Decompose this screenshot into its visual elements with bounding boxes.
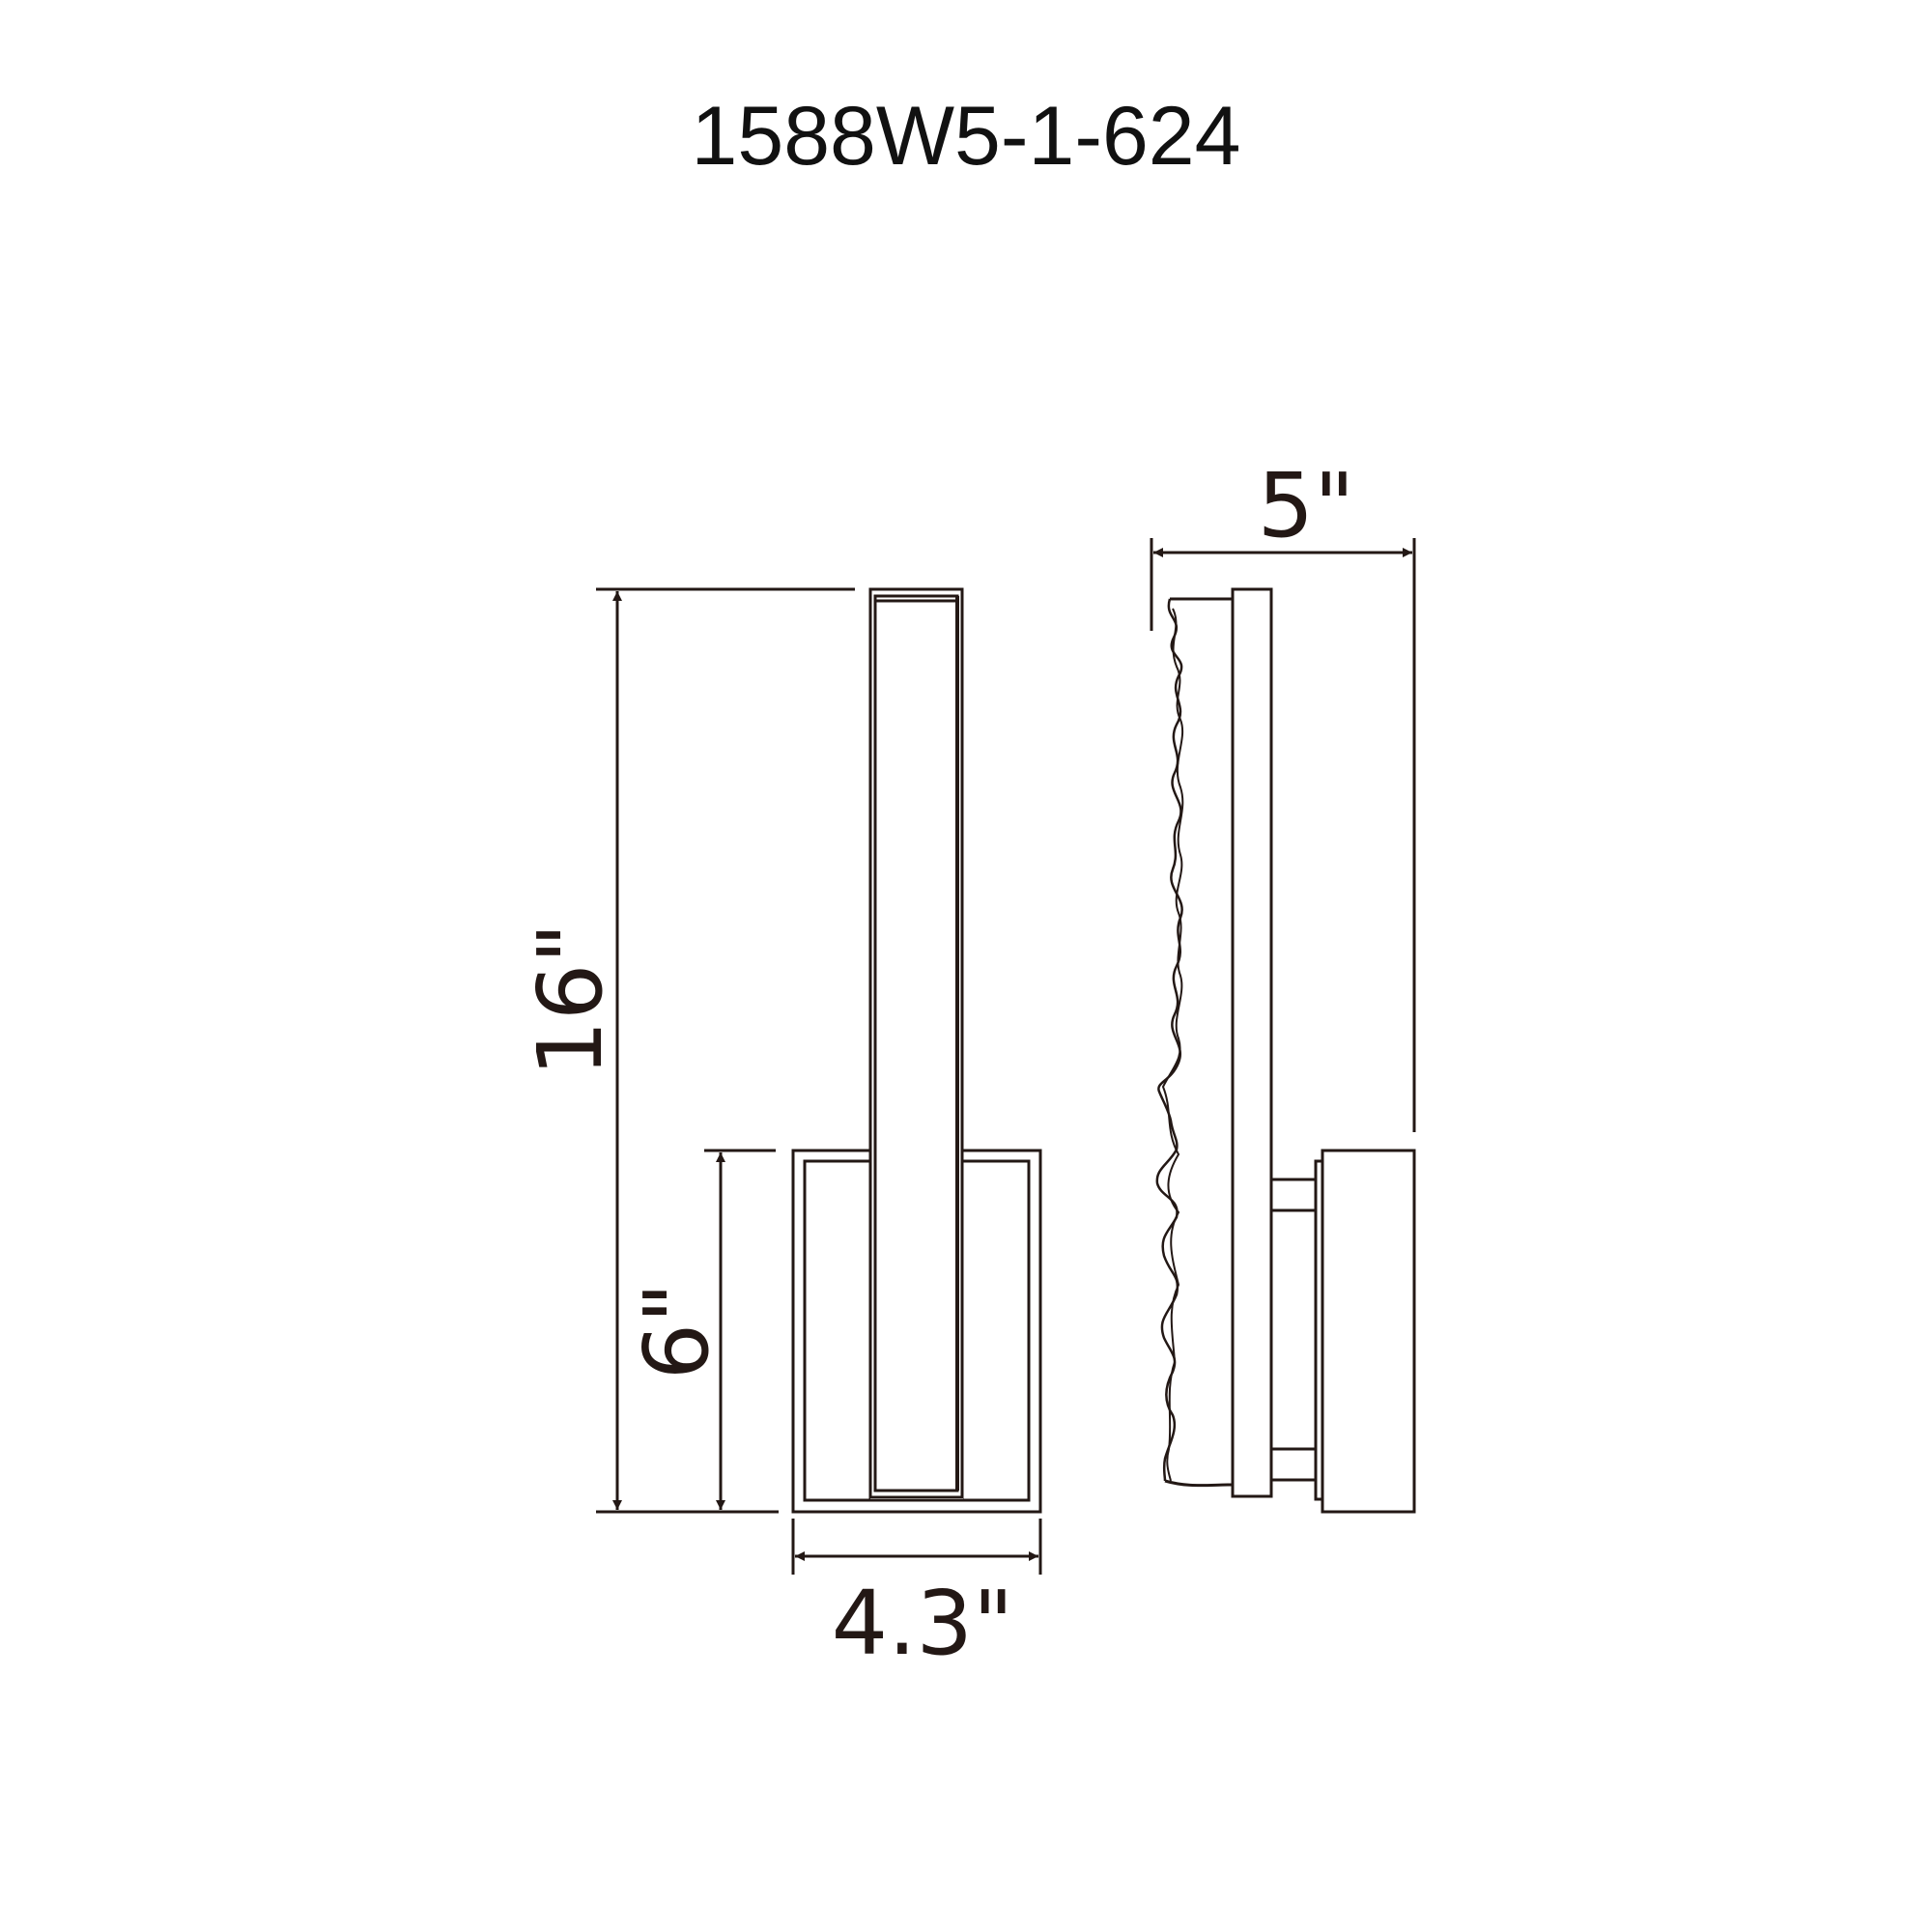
- side-light-bar: [1231, 587, 1273, 1498]
- light-bar-outer: [868, 587, 964, 1499]
- label-depth: 5": [1258, 454, 1355, 557]
- label-backplate-height: 6": [625, 1283, 728, 1380]
- label-overall-height: 16": [519, 923, 622, 1076]
- side-backplate: [1321, 1149, 1416, 1514]
- crystal-edge: [1155, 598, 1183, 1482]
- backplate-height-dimension: [704, 1149, 776, 1510]
- overall-height-dimension: [596, 587, 855, 1514]
- front-view: [791, 587, 1042, 1514]
- model-number-title: 1588W5-1-624: [691, 90, 1241, 183]
- depth-dimension: [1150, 538, 1416, 1132]
- backplate-width-dimension: [791, 1519, 1042, 1575]
- side-view: [1155, 587, 1416, 1514]
- label-backplate-width: 4.3": [832, 1572, 1014, 1675]
